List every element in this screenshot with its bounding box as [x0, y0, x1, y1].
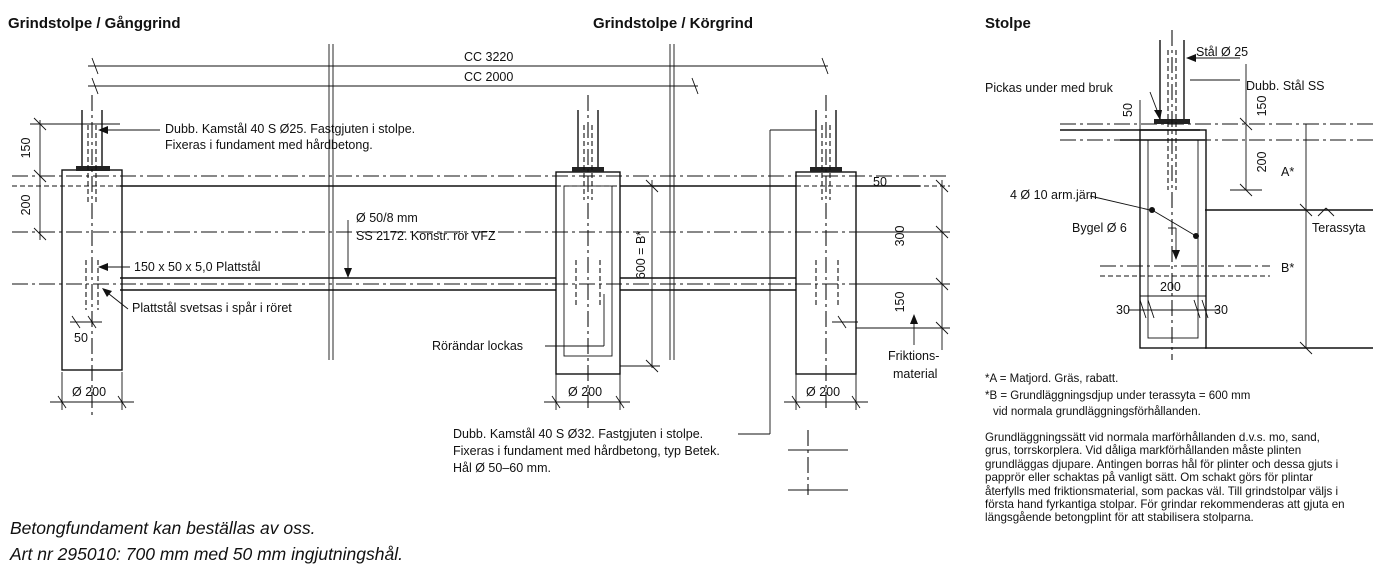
ror-line1: Ø 50/8 mm: [356, 211, 418, 225]
stolpe-dim-30-right: 30: [1214, 303, 1228, 317]
note-b-line2: vid normala grundläggningsförhållanden.: [993, 406, 1201, 418]
post1-dia: Ø 200: [72, 385, 106, 399]
post3-dim-300: 300: [893, 226, 907, 247]
pickas-label: Pickas under med bruk: [985, 81, 1114, 95]
post-kor-2: 50 300 150 Ø 200 Friktions- material: [738, 95, 950, 495]
friktion-line2: material: [893, 367, 937, 381]
heading-gang: Grindstolpe / Gånggrind: [8, 15, 181, 32]
stolpe-dim-30-left: 30: [1116, 303, 1130, 317]
heading-kor: Grindstolpe / Körgrind: [593, 15, 753, 32]
pipe-annotation: Ø 50/8 mm SS 2172. Konstr. rör VFZ: [344, 211, 496, 278]
dubb-stal-ss-label: Dubb. Stål SS: [1246, 79, 1325, 93]
cc-dimensions: CC 3220 CC 2000: [88, 44, 829, 360]
post1-annotations: Dubb. Kamstål 40 S Ø25. Fastgjuten i sto…: [98, 122, 415, 315]
plattstal-label: 150 x 50 x 5,0 Plattstål: [134, 260, 260, 274]
post2-dia: Ø 200: [568, 385, 602, 399]
notes: *A = Matjord. Gräs, rabatt. *B = Grundlä…: [985, 373, 1250, 418]
a-star-label: A*: [1281, 165, 1294, 179]
stolpe-detail: Stål Ø 25 Pickas under med bruk Dubb. St…: [985, 30, 1373, 360]
post1-dim-50: 50: [74, 331, 88, 345]
stolpe-dim-50: 50: [1121, 103, 1135, 117]
post1-dim-150: 150: [19, 138, 33, 159]
armjarn-label: 4 Ø 10 arm.järn: [1010, 188, 1097, 202]
footer-note: Betongfundament kan beställas av oss. Ar…: [10, 515, 403, 567]
post-kor-1: 600 = B* Ø 200 Rörändar lockas: [432, 95, 660, 410]
post-gang: 150 200 50 Ø 200: [19, 95, 134, 415]
note-a: *A = Matjord. Gräs, rabatt.: [985, 373, 1118, 385]
post3-dim-50: 50: [873, 175, 887, 189]
stal25-label: Stål Ø 25: [1196, 45, 1248, 59]
note-b-line1: *B = Grundläggningsdjup under terassyta …: [985, 390, 1250, 402]
kamstal32-line2: Fixeras i fundament med hårdbetong, typ …: [453, 444, 720, 458]
heading-stolpe: Stolpe: [985, 15, 1031, 32]
rorandar-label: Rörändar lockas: [432, 339, 523, 353]
kamstal32-line3: Hål Ø 50–60 mm.: [453, 461, 551, 475]
post1-dim-200: 200: [19, 195, 33, 216]
footer-line2: Art nr 295010: 700 mm med 50 mm ingjutni…: [10, 544, 403, 564]
b-star-label: B*: [1281, 261, 1294, 275]
ror-line2: SS 2172. Konstr. rör VFZ: [356, 229, 496, 243]
kamstal25-line2: Fixeras i fundament med hårdbetong.: [165, 138, 373, 152]
friktion-line1: Friktions-: [888, 349, 939, 363]
cc2000-label: CC 2000: [464, 70, 513, 84]
post2-dim-600: 600 = B*: [634, 231, 648, 279]
cc3220-label: CC 3220: [464, 50, 513, 64]
post3-dim-150: 150: [893, 292, 907, 313]
post3-dia: Ø 200: [806, 385, 840, 399]
kamstal32-annotation: Dubb. Kamstål 40 S Ø32. Fastgjuten i sto…: [453, 427, 720, 475]
stolpe-dim-width-200: 200: [1160, 280, 1181, 294]
stolpe-dim-150: 150: [1255, 96, 1269, 117]
bygel-label: Bygel Ø 6: [1072, 221, 1127, 235]
footer-line1: Betongfundament kan beställas av oss.: [10, 518, 316, 538]
kamstal25-line1: Dubb. Kamstål 40 S Ø25. Fastgjuten i sto…: [165, 122, 415, 136]
plattstal-svetsas-label: Plattstål svetsas i spår i röret: [132, 301, 292, 315]
foundation-paragraph: Grundläggningssätt vid normala marförhål…: [985, 431, 1345, 525]
stolpe-dim-200: 200: [1255, 152, 1269, 173]
terassyta-label: Terassyta: [1312, 221, 1366, 235]
kamstal32-line1: Dubb. Kamstål 40 S Ø32. Fastgjuten i sto…: [453, 427, 703, 441]
